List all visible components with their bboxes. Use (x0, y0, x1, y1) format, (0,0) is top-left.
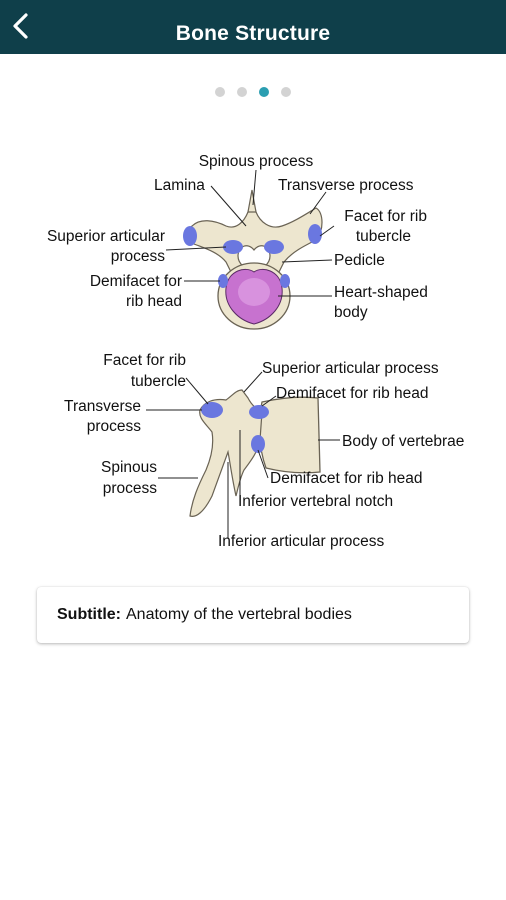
label-inferior-articular: Inferior articular process (218, 533, 385, 550)
label-transverse-process: Transverse process (278, 177, 414, 194)
app-header: Bone Structure (0, 0, 506, 54)
superior-facet-right (264, 240, 284, 254)
side-demifacet-upper (249, 405, 269, 419)
subtitle-label: Subtitle: (57, 606, 121, 623)
label-side-facet-tubercle-2: tubercle (131, 373, 186, 390)
pager-dot-1[interactable] (215, 87, 225, 97)
label-demifacet-1: Demifacet for (90, 273, 182, 290)
label-side-facet-tubercle-1: Facet for rib (103, 352, 186, 369)
demifacet-left (218, 274, 228, 288)
vertebral-arch-shape (187, 198, 323, 275)
label-body-of-vertebrae: Body of vertebrae (342, 433, 464, 450)
label-demifacet-2: rib head (126, 293, 182, 310)
pager-dot-2[interactable] (237, 87, 247, 97)
label-facet-rib-tubercle-1: Facet for rib (344, 208, 427, 225)
label-heart-body-2: body (334, 304, 368, 321)
subtitle-card: Subtitle: Anatomy of the vertebral bodie… (37, 587, 469, 643)
label-side-superior-articular: Superior articular process (262, 360, 439, 377)
label-spinous-process: Spinous process (199, 153, 314, 170)
label-superior-articular-2: process (111, 248, 166, 265)
label-side-demifacet-upper: Demifacet for rib head (276, 385, 429, 402)
facet-left (183, 226, 197, 246)
vertebra-top-view: Spinous process Lamina Transverse proces… (47, 153, 428, 330)
superior-facet-left (223, 240, 243, 254)
vertebral-body-side (258, 396, 321, 474)
label-lamina: Lamina (154, 177, 205, 194)
subtitle-text: Anatomy of the vertebral bodies (126, 606, 352, 623)
label-heart-body-1: Heart-shaped (334, 284, 428, 301)
label-pedicle: Pedicle (334, 252, 385, 269)
demifacet-right (280, 274, 290, 288)
chevron-left-icon (13, 13, 28, 39)
vertebra-side-view: Facet for rib tubercle Superior articula… (64, 352, 464, 550)
back-button[interactable] (6, 8, 36, 44)
label-side-transverse-1: Transverse (64, 398, 141, 415)
facet-right (308, 224, 322, 244)
side-facet-tubercle (201, 402, 223, 418)
label-inferior-notch: Inferior vertebral notch (238, 493, 393, 510)
label-side-demifacet-lower: Demifacet for rib head (270, 470, 423, 487)
label-side-transverse-2: process (87, 418, 142, 435)
side-demifacet-lower (251, 435, 265, 453)
page-title: Bone Structure (175, 22, 331, 45)
pager-dot-3[interactable] (259, 87, 269, 97)
label-side-spinous-2: process (103, 480, 158, 497)
vertebra-diagram: Spinous process Lamina Transverse proces… (47, 153, 464, 550)
pager-dots (0, 87, 506, 99)
label-side-spinous-1: Spinous (101, 459, 157, 476)
label-facet-rib-tubercle-2: tubercle (356, 228, 411, 245)
pager-dot-4[interactable] (281, 87, 291, 97)
label-superior-articular-1: Superior articular (47, 228, 165, 245)
